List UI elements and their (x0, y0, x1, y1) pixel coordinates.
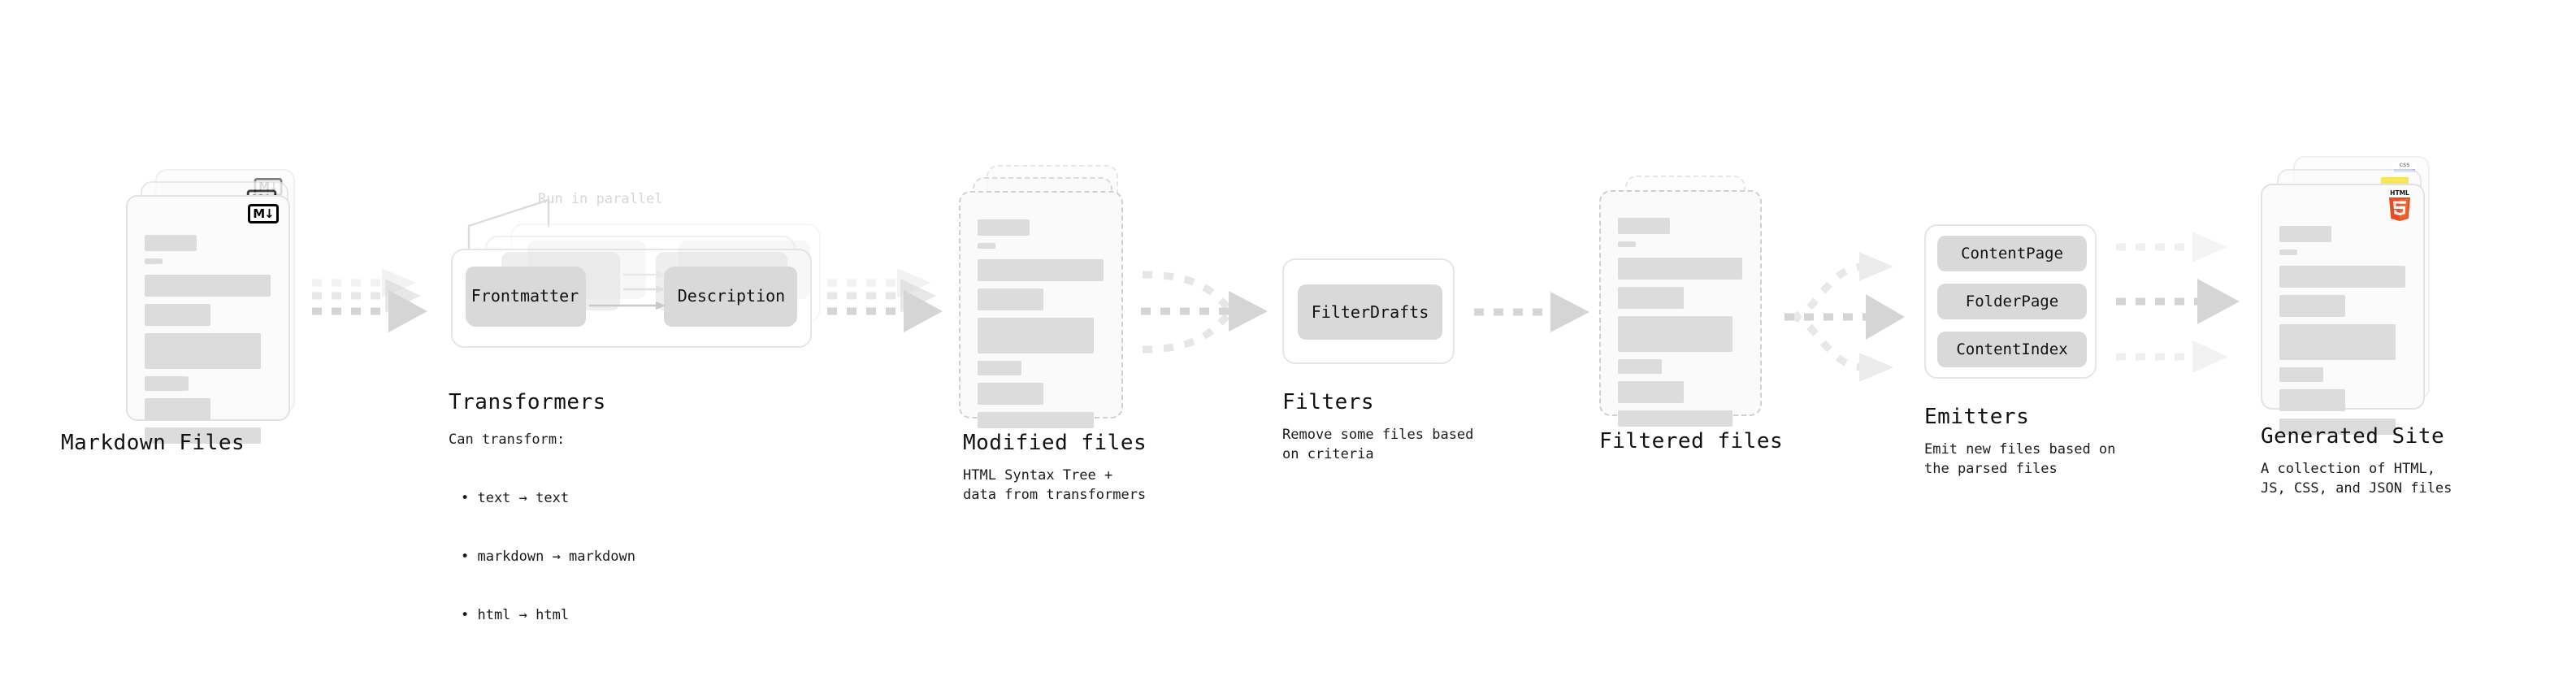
stage-generated-site: CSS HTML (2261, 156, 2452, 497)
markdown-icon: M↓ (248, 204, 279, 223)
generated-sheet-front: HTML (2261, 184, 2425, 435)
stage-markdown-files: M↓ M↓ M↓ Markdown Files (61, 169, 305, 455)
chip-contentindex[interactable]: ContentIndex (1937, 332, 2087, 367)
arrow-transformers-to-modified (822, 268, 944, 358)
arrow-filtered-to-emitters (1780, 245, 1922, 388)
emitters-group: ContentPage FolderPage ContentIndex (1924, 224, 2097, 379)
generated-file-stack: CSS HTML (2261, 156, 2439, 435)
stage-title: Filtered files (1599, 429, 1784, 453)
arrow-emitters-to-site (2111, 230, 2245, 376)
arrow-markdown-to-transformers (307, 268, 429, 358)
placeholder-lines (1618, 218, 1742, 434)
filtered-file-stack (1599, 176, 1770, 434)
stage-filtered-files: Filtered files (1599, 176, 1783, 453)
stage-modified-files: Modified files HTML Syntax Tree + data f… (959, 165, 1147, 503)
chip-filterdrafts[interactable]: FilterDrafts (1298, 284, 1442, 340)
filters-group: FilterDrafts (1282, 258, 1455, 364)
placeholder-lines (145, 235, 271, 451)
chip-contentpage[interactable]: ContentPage (1937, 236, 2087, 271)
stage-title: Generated Site (2261, 424, 2445, 449)
list-item: • html → html (461, 607, 570, 623)
markdown-sheet-front: M↓ (126, 195, 290, 444)
arrow-filters-to-filtered (1469, 290, 1591, 339)
placeholder-lines (2279, 226, 2405, 442)
html5-icon: HTML (2386, 189, 2413, 221)
stage-title: Emitters (1924, 405, 2030, 429)
list-item: • markdown → markdown (461, 549, 635, 565)
stage-subtitle: Can transform: (449, 432, 566, 448)
transform-bullet-list: • text → text • markdown → markdown • ht… (461, 449, 635, 664)
stage-subtitle: Emit new files based on the parsed files (1924, 441, 2116, 477)
stage-title: Transformers (449, 390, 606, 414)
stage-subtitle: Remove some files based on criteria (1282, 427, 1474, 462)
placeholder-lines (978, 219, 1104, 436)
markdown-file-stack: M↓ M↓ M↓ (126, 169, 305, 444)
modified-sheet-front (959, 191, 1123, 428)
stage-subtitle: HTML Syntax Tree + data from transformer… (963, 467, 1147, 503)
list-item: • text → text (461, 490, 570, 506)
chip-folderpage[interactable]: FolderPage (1937, 284, 2087, 319)
stage-subtitle: A collection of HTML, JS, CSS, and JSON … (2261, 461, 2452, 497)
modified-file-stack (959, 165, 1130, 428)
stage-title: Modified files (963, 431, 1147, 455)
chip-frontmatter[interactable]: Frontmatter (466, 267, 584, 325)
stage-title: Filters (1282, 390, 1375, 414)
filtered-sheet-front (1599, 190, 1762, 427)
chip-description[interactable]: Description (666, 267, 797, 325)
svg-text:HTML: HTML (2390, 189, 2409, 197)
stage-title: Markdown Files (61, 431, 245, 455)
arrow-modified-to-filters (1136, 268, 1274, 366)
